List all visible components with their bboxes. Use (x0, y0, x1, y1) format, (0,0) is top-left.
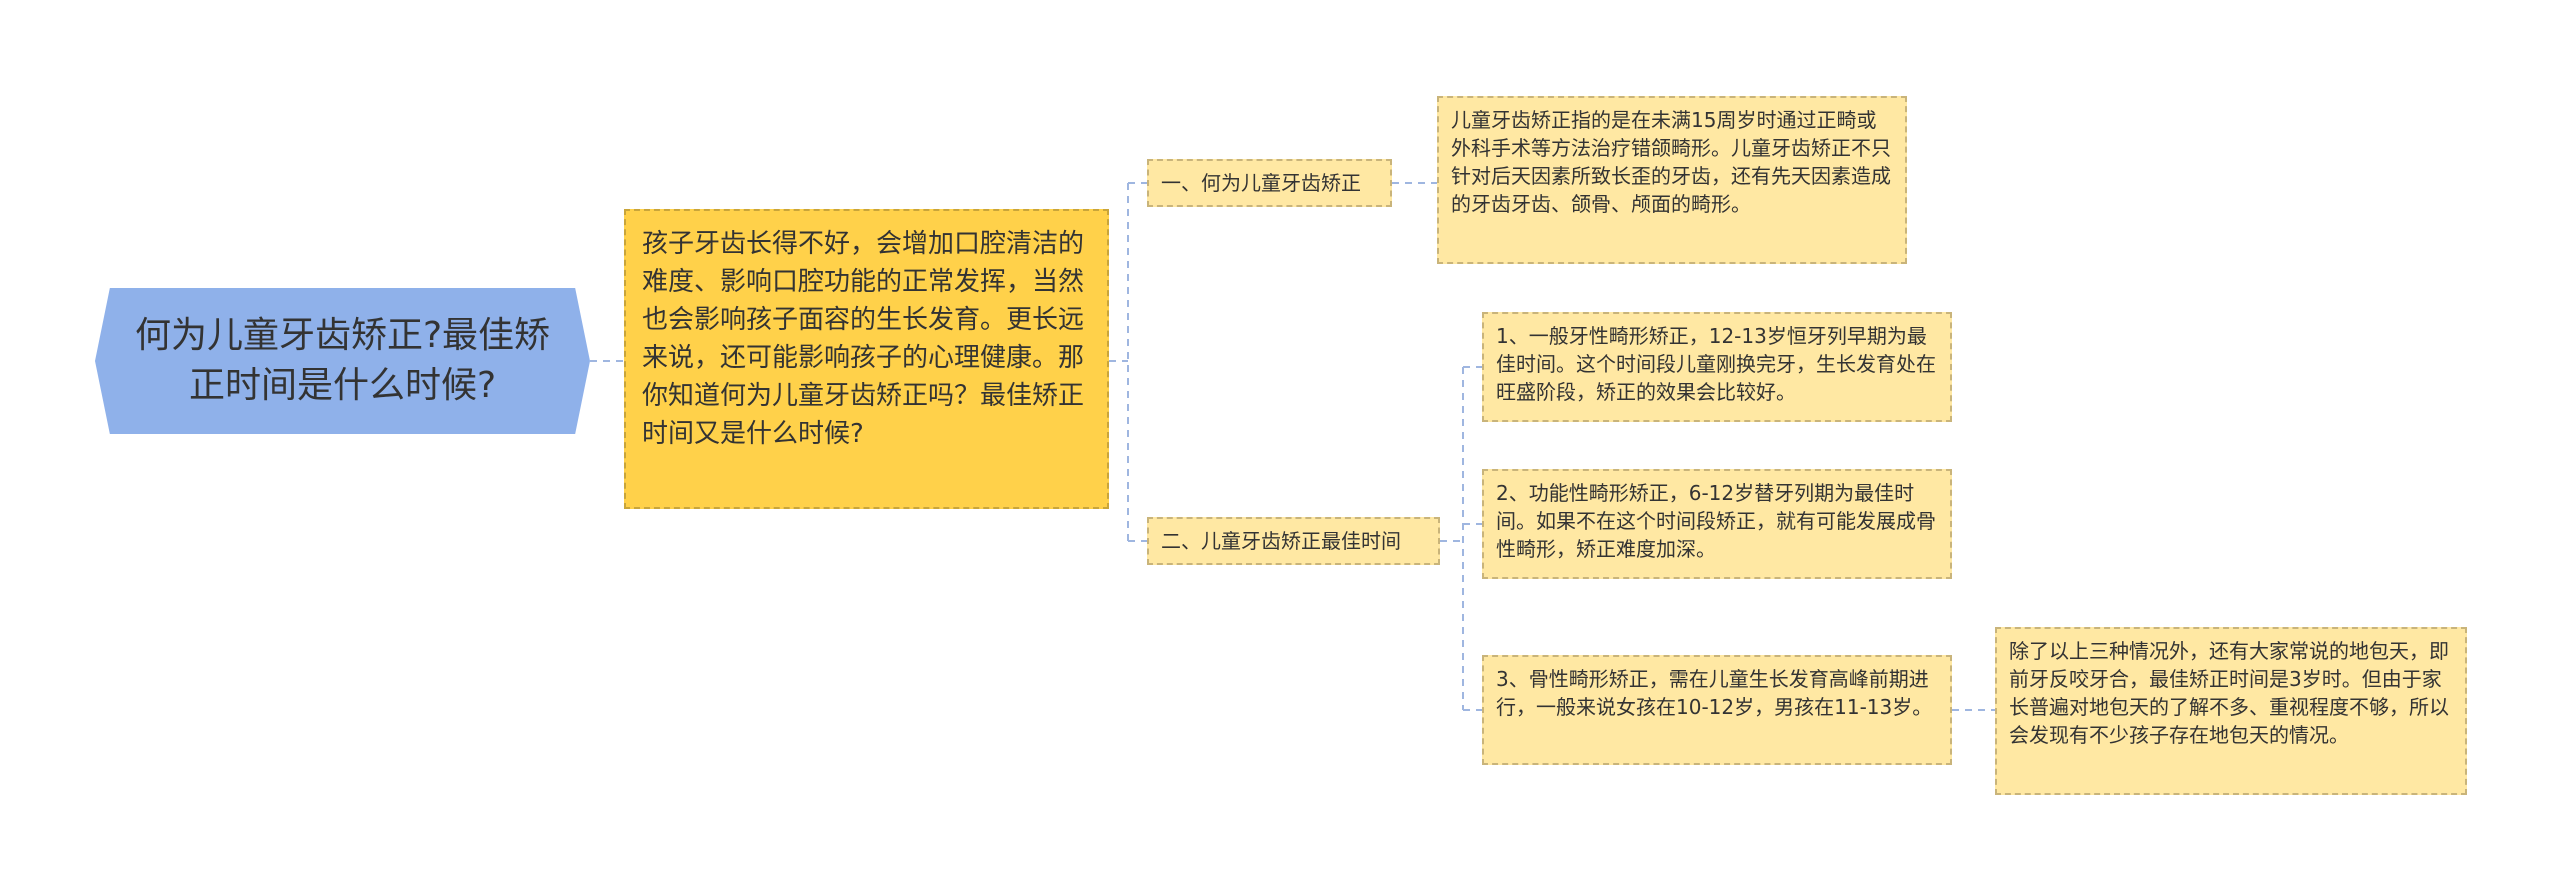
leaf-node-skeletal[interactable]: 3、骨性畸形矫正，需在儿童生长发育高峰前期进行，一般来说女孩在10-12岁，男孩… (1482, 655, 1952, 765)
root-node[interactable]: 何为儿童牙齿矫正?最佳矫正时间是什么时候? (95, 288, 590, 434)
leaf-node-skeletal-text: 3、骨性畸形矫正，需在儿童生长发育高峰前期进行，一般来说女孩在10-12岁，男孩… (1496, 667, 1933, 719)
connector-branch2-leaves (1440, 366, 1482, 711)
leaf-node-functional-text: 2、功能性畸形矫正，6-12岁替牙列期为最佳时间。如果不在这个时间段矫正，就有可… (1496, 481, 1936, 561)
center-node-text: 孩子牙齿长得不好，会增加口腔清洁的难度、影响口腔功能的正常发挥，当然也会影响孩子… (642, 229, 1085, 449)
connector-center-branches (1109, 182, 1147, 542)
leaf-node-dental-text: 1、一般牙性畸形矫正，12-13岁恒牙列早期为最佳时间。这个时间段儿童刚换完牙，… (1496, 324, 1936, 404)
branch-node-best-time-text: 二、儿童牙齿矫正最佳时间 (1161, 529, 1401, 553)
leaf-node-underbite[interactable]: 除了以上三种情况外，还有大家常说的地包天，即前牙反咬牙合，最佳矫正时间是3岁时。… (1995, 627, 2467, 795)
branch-node-best-time[interactable]: 二、儿童牙齿矫正最佳时间 (1147, 517, 1440, 565)
leaf-node-dental[interactable]: 1、一般牙性畸形矫正，12-13岁恒牙列早期为最佳时间。这个时间段儿童刚换完牙，… (1482, 312, 1952, 422)
leaf-node-definition[interactable]: 儿童牙齿矫正指的是在未满15周岁时通过正畸或外科手术等方法治疗错颌畸形。儿童牙齿… (1437, 96, 1907, 264)
leaf-node-definition-text: 儿童牙齿矫正指的是在未满15周岁时通过正畸或外科手术等方法治疗错颌畸形。儿童牙齿… (1451, 108, 1891, 216)
branch-node-what-is[interactable]: 一、何为儿童牙齿矫正 (1147, 159, 1392, 207)
center-node[interactable]: 孩子牙齿长得不好，会增加口腔清洁的难度、影响口腔功能的正常发挥，当然也会影响孩子… (624, 209, 1109, 509)
branch-node-what-is-text: 一、何为儿童牙齿矫正 (1161, 171, 1361, 195)
leaf-node-underbite-text: 除了以上三种情况外，还有大家常说的地包天，即前牙反咬牙合，最佳矫正时间是3岁时。… (2009, 639, 2449, 747)
leaf-node-functional[interactable]: 2、功能性畸形矫正，6-12岁替牙列期为最佳时间。如果不在这个时间段矫正，就有可… (1482, 469, 1952, 579)
root-node-text: 何为儿童牙齿矫正?最佳矫正时间是什么时候? (134, 315, 551, 406)
